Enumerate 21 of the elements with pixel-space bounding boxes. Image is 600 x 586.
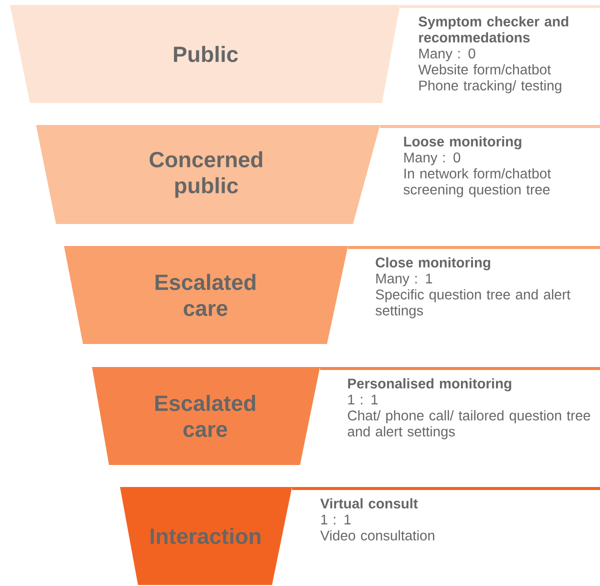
step-note: Chat/ phone call/ tailored question tree and alert settings <box>348 410 590 440</box>
step-note: Many : 0 <box>404 152 460 166</box>
step-heading: Personalised monitoring <box>348 378 512 392</box>
funnel-band: Interaction <box>120 487 292 585</box>
step-note: Website form/chatbot <box>418 64 551 74</box>
step-note: Many : 1 <box>376 274 432 286</box>
step-note: In network form/chatbot screening question tree <box>404 168 551 198</box>
step-note: 1 : 1 <box>321 514 351 524</box>
step-note: Video consultation <box>320 530 434 540</box>
step-heading: Close monitoring <box>376 257 490 270</box>
step-note: Phone tracking/ testing <box>419 80 562 94</box>
funnel-band: Concerned public <box>36 125 380 224</box>
step-note: Specific question tree and alert settings <box>376 289 570 318</box>
funnel-band: Public <box>10 5 400 103</box>
step-heading: Symptom checker and recommedations <box>418 16 568 42</box>
step-note: 1 : 1 <box>348 394 378 404</box>
step-heading: Loose monitoring <box>404 136 522 150</box>
funnel-band: Escalated care <box>92 367 320 465</box>
funnel-band: Escalated care <box>64 246 348 344</box>
step-note: Many : 0 <box>419 48 476 62</box>
step-heading: Virtual consult <box>320 498 418 508</box>
